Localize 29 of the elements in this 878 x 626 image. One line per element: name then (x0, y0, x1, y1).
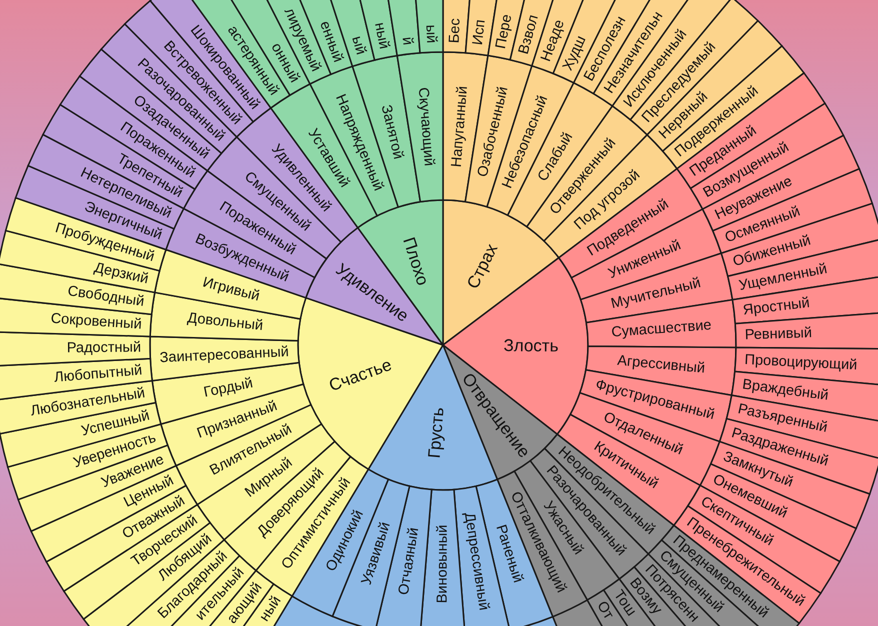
emotion-label: Заинтересованный (159, 344, 290, 366)
emotion-label: Бес (446, 18, 464, 44)
emotion-label: Напуганный (448, 86, 471, 168)
emotion-label: Враждебный (741, 376, 830, 404)
emotion-label: Довольный (186, 310, 264, 334)
emotion-label: Ревнивый (744, 325, 812, 344)
emotion-label: Исп (470, 18, 489, 46)
emotion-label: й (398, 36, 416, 46)
emotion-label: Сокровенный (50, 310, 142, 333)
emotion-label: Гордый (202, 375, 254, 401)
emotion-label: Провоцирующий (744, 352, 858, 374)
emotion-label: Радостный (66, 340, 142, 356)
emotion-label: Скучающий (414, 86, 437, 167)
category-label: Злость (503, 336, 559, 356)
emotion-label: Яростный (742, 295, 811, 319)
emotion-label: Виновыный (434, 524, 451, 604)
emotion-label: Пере (493, 13, 516, 50)
emotion-label: Взвол (516, 13, 542, 56)
emotion-label: Отчаяный (396, 526, 422, 596)
emotion-label: ый (348, 34, 369, 56)
emotion-label: Агрессивный (616, 352, 706, 377)
category-label: Грусть (424, 406, 448, 459)
emotion-label: ый (422, 24, 440, 44)
emotion-label: ный (371, 21, 392, 50)
emotion-label: Любопытный (54, 362, 143, 386)
emotion-label: Сумасшествие (610, 317, 712, 341)
emotion-label: От (593, 598, 616, 622)
emotion-label: Занятой (378, 103, 406, 161)
category-label: Счастье (326, 355, 394, 396)
